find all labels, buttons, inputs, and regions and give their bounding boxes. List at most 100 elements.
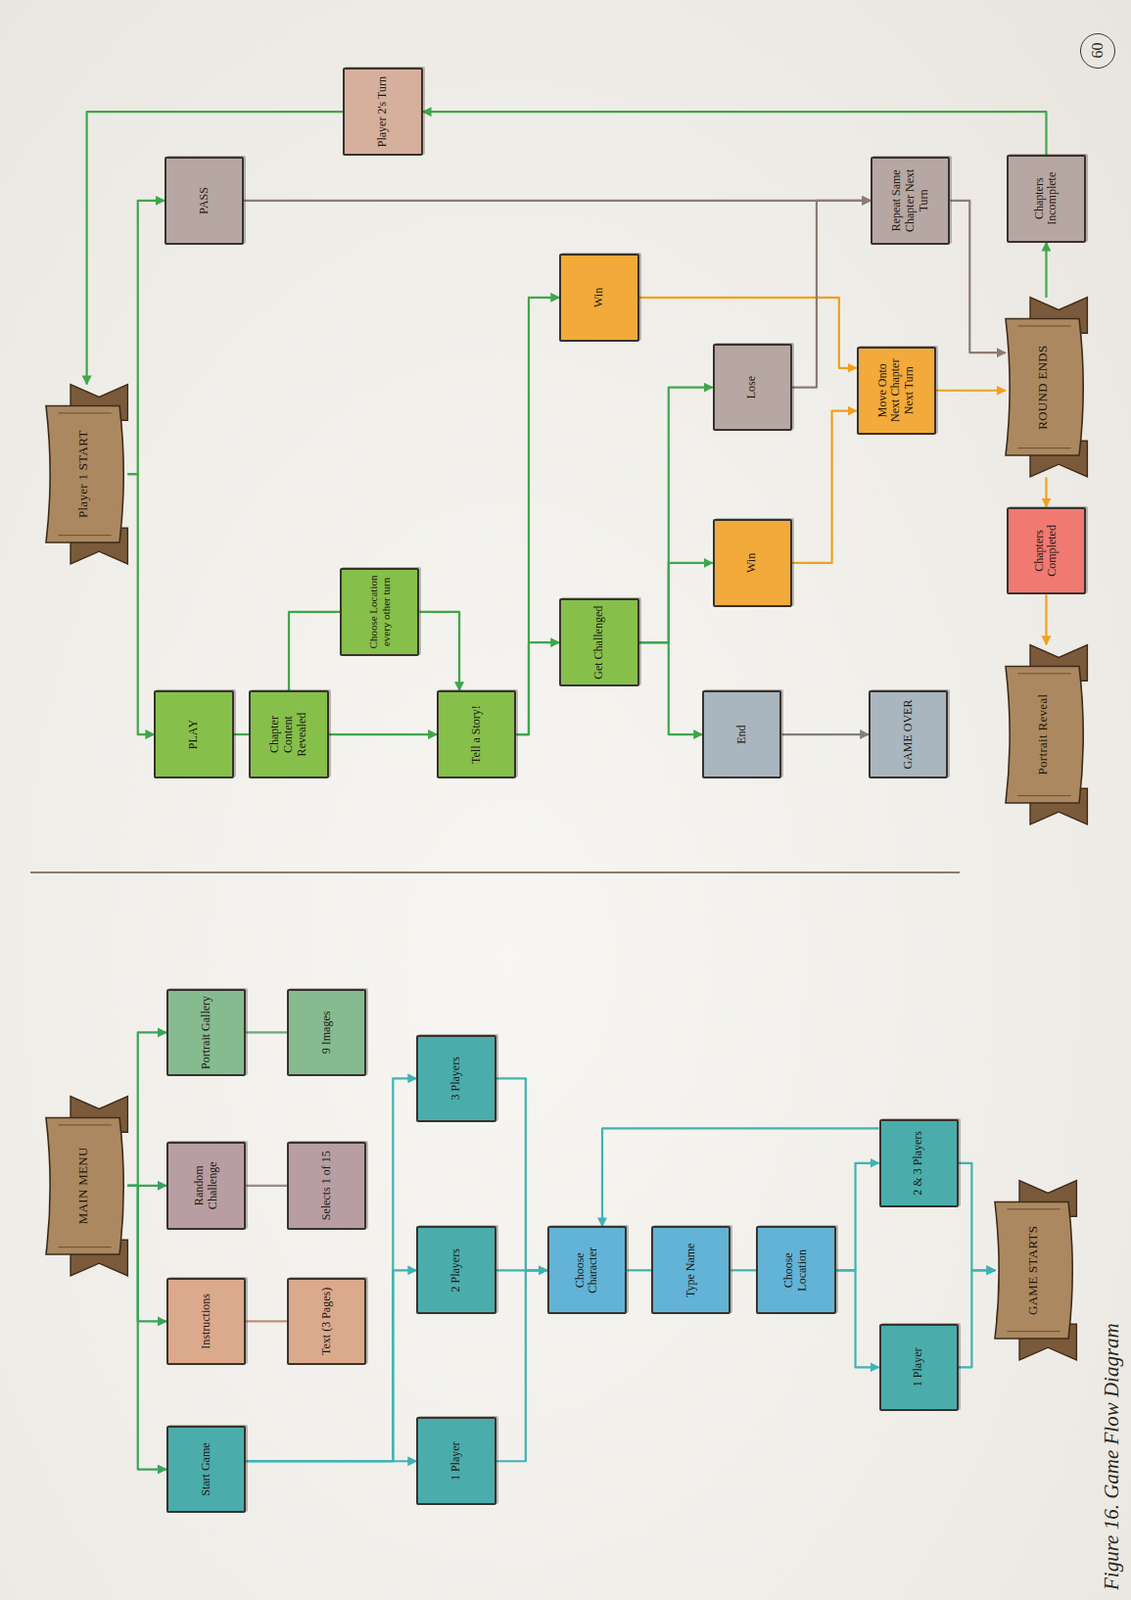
process-box: Win	[559, 253, 639, 342]
node-label: ROUND ENDS	[1036, 344, 1051, 429]
node-label: Tell a Story!	[470, 696, 484, 773]
process-box: 9 Images	[286, 989, 367, 1078]
flow-connector	[1044, 594, 1047, 645]
flow-connector	[127, 1185, 167, 1322]
flow-connector	[936, 389, 1006, 392]
ribbon-fold	[1017, 673, 1071, 797]
process-box: Get Challenged	[559, 598, 639, 687]
node-label: Portrait Reveal	[1036, 694, 1051, 776]
node-label: GAME STARTS	[1026, 1225, 1041, 1316]
flow-connector	[958, 1163, 996, 1271]
process-box: Type Name	[651, 1225, 731, 1315]
node-label: Choose Character	[573, 1231, 602, 1309]
flow-connector	[781, 733, 869, 736]
flow-connector	[127, 473, 154, 735]
node-label: 2 Players	[449, 1231, 464, 1309]
ribbon-band	[1005, 319, 1084, 456]
node-label: Selects 1 of 15	[320, 1147, 334, 1225]
process-box: Repeat Same Chapter Next Turn	[870, 156, 950, 245]
node-label: Player 1 START	[76, 429, 92, 519]
flow-connector	[245, 1078, 417, 1461]
process-box: Choose Location every other turn	[339, 567, 420, 657]
process-box: Start Game	[166, 1425, 246, 1514]
flow-connector	[419, 612, 460, 691]
node-label: PASS	[197, 162, 212, 239]
node-label: End	[735, 696, 750, 773]
banner-ribbon: Portrait Reveal	[1005, 644, 1087, 824]
flow-connector	[639, 563, 713, 643]
flow-connector	[245, 1270, 417, 1461]
flow-connector	[243, 199, 871, 202]
flow-connector	[288, 612, 340, 691]
flow-connector	[1044, 242, 1047, 298]
flow-connector	[958, 1270, 996, 1367]
process-box: Chapter Content Revealed	[248, 690, 329, 779]
process-box: Move Onto Next Chapter Next Turn	[856, 346, 937, 435]
process-box: Text (3 Pages)	[286, 1277, 367, 1367]
process-box: Instructions	[166, 1277, 246, 1367]
process-box: Tell a Story!	[436, 690, 517, 779]
ribbon-fold	[1017, 326, 1071, 449]
divider-line	[30, 871, 960, 874]
ribbon-band	[46, 1117, 124, 1254]
node-label: Choose Location	[782, 1231, 810, 1309]
process-box: Choose Character	[547, 1225, 627, 1315]
process-box: Player 2's Turn	[342, 67, 423, 156]
flow-connector	[234, 733, 250, 736]
figure-caption: Figure 16. Game Flow Diagram	[1099, 1322, 1125, 1591]
node-label: Move Onto Next Chapter Next Turn	[876, 352, 917, 429]
flow-connector	[127, 1185, 167, 1470]
flow-connector	[639, 642, 704, 735]
process-box: 1 Player	[879, 1323, 959, 1413]
node-label: Text (3 Pages)	[320, 1283, 334, 1361]
ribbon-band	[46, 406, 124, 543]
flow-connector	[496, 1270, 548, 1461]
node-label: Get Challenged	[592, 604, 607, 681]
flow-connector	[423, 111, 1047, 155]
node-label: Instructions	[199, 1283, 214, 1361]
banner-ribbon: ROUND ENDS	[1005, 297, 1087, 477]
process-box: PLAY	[153, 690, 234, 779]
ribbon-fold	[57, 1124, 111, 1247]
flow-connector	[639, 387, 713, 644]
node-label: 1 Player	[911, 1329, 926, 1407]
flow-connector	[792, 411, 857, 564]
banner-ribbon: MAIN MENU	[46, 1095, 128, 1275]
process-box: 1 Player	[416, 1416, 496, 1506]
node-label: 3 Players	[449, 1040, 464, 1118]
ribbon-fold	[1007, 1209, 1061, 1332]
flow-connector	[245, 1031, 287, 1034]
process-box: 2 Players	[416, 1225, 496, 1315]
process-box: Random Challenge	[166, 1141, 246, 1230]
flow-connector	[516, 642, 560, 735]
ribbon-band	[1005, 665, 1084, 802]
flow-connector	[1044, 476, 1047, 507]
node-label: Player 2's Turn	[376, 73, 390, 150]
flow-connector	[730, 1269, 756, 1272]
flow-connector	[602, 1128, 879, 1226]
node-label: 2 & 3 Players	[911, 1125, 926, 1202]
banner-ribbon: Player 1 START	[46, 384, 128, 565]
process-box: 3 Players	[416, 1035, 496, 1124]
node-label: Win	[745, 524, 759, 602]
banner-ribbon: GAME STARTS	[994, 1180, 1077, 1361]
flow-connector	[836, 1270, 880, 1367]
process-box: Portrait Gallery	[166, 989, 246, 1078]
process-box: GAME OVER	[868, 690, 948, 779]
process-box: 2 & 3 Players	[879, 1119, 959, 1208]
node-label: Start Game	[199, 1431, 214, 1508]
node-label: Win	[592, 259, 607, 336]
flow-connector	[245, 1319, 287, 1322]
process-box: Choose Location	[755, 1225, 836, 1315]
flow-connector	[127, 200, 165, 474]
node-label: Chapters Completed	[1033, 513, 1061, 590]
flow-connector	[496, 1078, 548, 1271]
node-label: Chapter Content Revealed	[268, 696, 309, 773]
flow-connector	[516, 297, 560, 735]
flow-connector	[329, 733, 437, 736]
node-label: Portrait Gallery	[199, 994, 214, 1072]
node-label: PLAY	[187, 696, 201, 773]
process-box: PASS	[164, 156, 244, 245]
process-box: Lose	[712, 343, 793, 432]
